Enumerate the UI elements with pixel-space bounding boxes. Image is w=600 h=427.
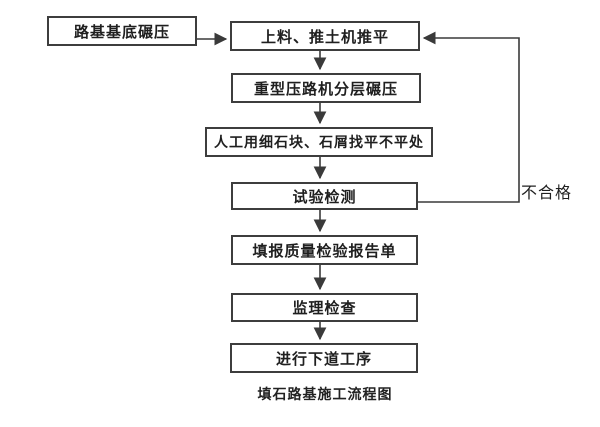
node-subgrade-base-rolling: 路基基底碾压 (47, 16, 197, 46)
diagram-caption: 填石路基施工流程图 (257, 387, 393, 403)
node-test-inspection: 试验检测 (231, 182, 418, 210)
node-loading-bulldozer-leveling: 上料、推土机推平 (230, 21, 420, 51)
node-supervision-check-label: 监理检查 (292, 299, 357, 317)
node-next-process: 进行下道工序 (230, 343, 418, 373)
node-subgrade-base-rolling-label: 路基基底碾压 (73, 22, 170, 41)
node-next-process-label: 进行下道工序 (275, 349, 372, 368)
node-test-inspection-label: 试验检测 (292, 187, 357, 206)
arrow-feedback-unqualified (418, 31, 520, 203)
feedback-label-unqualified: 不合格 (521, 183, 573, 202)
node-loading-bulldozer-leveling-label: 上料、推土机推平 (260, 27, 389, 46)
node-quality-report-form: 填报质量检验报告单 (231, 235, 418, 265)
node-heavy-roller-layered-rolling: 重型压路机分层碾压 (231, 73, 421, 103)
node-supervision-check: 监理检查 (231, 293, 418, 322)
node-quality-report-form-label: 填报质量检验报告单 (252, 241, 397, 260)
node-manual-leveling-label: 人工用细石块、石屑找平不平处 (214, 135, 424, 151)
node-manual-leveling: 人工用细石块、石屑找平不平处 (205, 127, 433, 157)
node-heavy-roller-layered-rolling-label: 重型压路机分层碾压 (253, 79, 398, 98)
